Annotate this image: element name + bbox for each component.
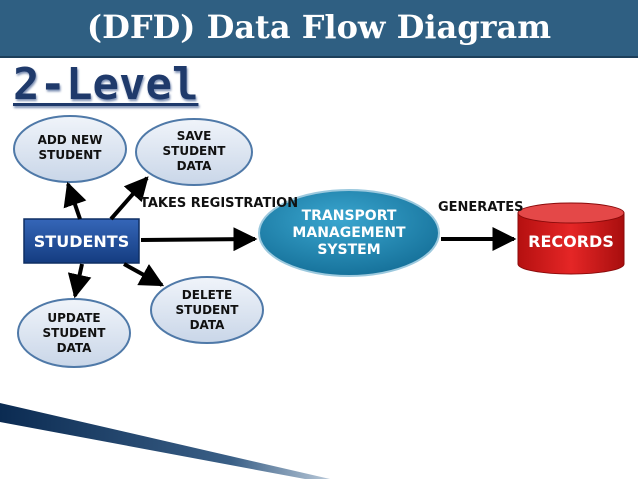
update-student-data-label: UPDATE STUDENT DATA: [42, 310, 106, 355]
arrow-takes-registration: [140, 227, 258, 252]
delete-student-data-label: DELETE STUDENT DATA: [175, 287, 239, 332]
transport-management-system-label: TRANSPORT MANAGEMENT SYSTEM: [292, 207, 406, 258]
delete-student-data-process: [150, 276, 264, 344]
records-data-store: [517, 202, 625, 275]
students-label: STUDENTS: [33, 231, 130, 251]
transport-management-system-process: [258, 189, 440, 277]
save-student-data-process: [135, 118, 253, 186]
add-new-student-label: ADD NEW STUDENT: [37, 133, 103, 162]
arrow-to-save-student-data: [109, 176, 149, 221]
arrow-to-add-new-student: [63, 181, 87, 220]
flow-label-takes-registration: TAKES REGISTRATION: [140, 196, 299, 211]
page-title: (DFD) Data Flow Diagram: [86, 8, 552, 46]
save-student-data-label: SAVE STUDENT DATA: [162, 128, 226, 173]
update-student-data-process: [17, 298, 131, 368]
arrow-to-update-student-data: [67, 263, 92, 299]
records-label: RECORDS: [528, 231, 614, 251]
decorative-footer-stripe: [0, 403, 330, 479]
arrow-to-delete-student-data: [123, 262, 165, 287]
decorative-footer-wedge: [0, 403, 330, 479]
students-entity: [23, 218, 140, 264]
title-bar: (DFD) Data Flow Diagram: [0, 0, 638, 58]
flow-label-generates: GENERATES: [438, 200, 524, 215]
level-heading: 2-Level: [13, 59, 199, 110]
